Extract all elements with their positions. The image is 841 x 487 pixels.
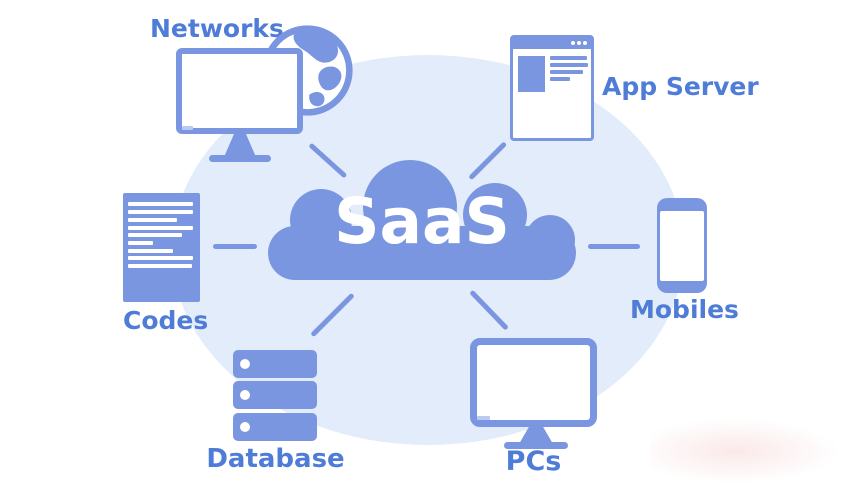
database-disk-icon [233, 350, 317, 378]
window-dot-icon [571, 41, 575, 45]
disk-led [240, 390, 250, 400]
codes-label: Codes [123, 306, 209, 335]
code-line [128, 249, 173, 253]
codes-document-icon [123, 193, 200, 302]
window-dot-icon [583, 41, 587, 45]
networks-monitor-base [209, 155, 271, 162]
code-line [128, 226, 193, 230]
networks-monitor-power-dash [182, 126, 193, 130]
window-text-line [550, 70, 583, 74]
app-server-window-icon [510, 35, 594, 141]
code-line [128, 256, 193, 260]
phone-screen [660, 211, 704, 281]
networks-label: Networks [150, 14, 284, 43]
code-line [128, 210, 193, 214]
connector-cloud-mobiles [588, 244, 640, 249]
code-line [128, 233, 182, 237]
window-text-line [550, 77, 570, 81]
pcs-monitor-icon [470, 338, 597, 427]
window-dot-icon [577, 41, 581, 45]
code-line [128, 241, 153, 245]
code-line [128, 264, 192, 268]
window-text-line [550, 63, 588, 67]
connector-cloud-codes [213, 244, 257, 249]
code-line [128, 202, 193, 206]
disk-led [240, 422, 250, 432]
database-disk-icon [233, 413, 317, 441]
smartphone-icon [657, 198, 707, 293]
window-image-block [518, 56, 545, 92]
database-label: Database [206, 444, 345, 474]
saas-title: SaaS [334, 185, 510, 258]
disk-led [240, 359, 250, 369]
saas-cloud: SaaS [266, 156, 578, 280]
networks-monitor-icon [176, 48, 303, 134]
code-line [128, 218, 177, 222]
app-server-label: App Server [602, 72, 759, 101]
window-titlebar [513, 38, 591, 49]
pcs-monitor-power-dash [477, 416, 490, 420]
window-text-line [550, 56, 587, 60]
database-disk-icon [233, 381, 317, 409]
pcs-label: PCs [505, 446, 562, 477]
mobiles-label: Mobiles [630, 295, 739, 324]
cloud-body [268, 226, 576, 280]
watermark-remnant [650, 418, 840, 484]
pcs-monitor-base [504, 442, 568, 449]
